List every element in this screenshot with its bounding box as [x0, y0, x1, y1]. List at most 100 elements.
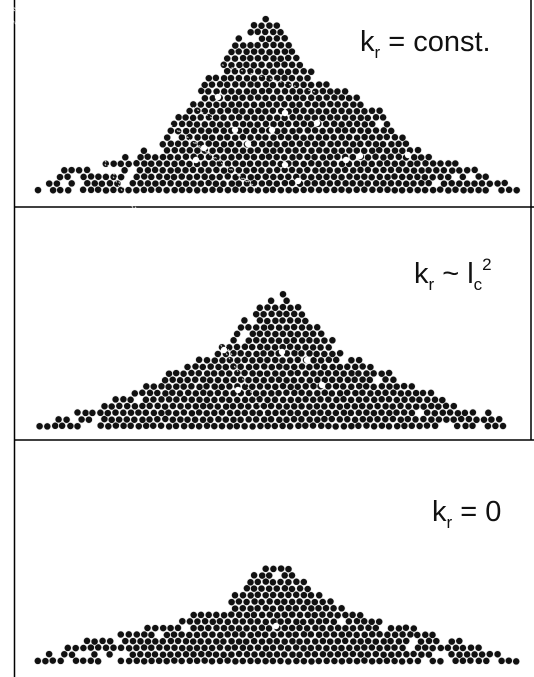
grain	[83, 637, 91, 645]
grain	[269, 604, 277, 613]
grain	[242, 60, 251, 69]
grain	[284, 591, 293, 599]
grain	[236, 415, 245, 424]
grain	[212, 74, 220, 82]
grain	[147, 173, 156, 181]
grain	[326, 179, 334, 188]
grain	[193, 656, 201, 665]
grain	[330, 159, 338, 168]
grain	[398, 173, 407, 181]
grain	[299, 172, 308, 181]
grain	[403, 415, 412, 423]
grain	[305, 336, 314, 345]
grain	[265, 179, 274, 187]
grain	[366, 402, 374, 411]
grain	[218, 395, 226, 404]
grain	[288, 637, 297, 646]
grain	[223, 172, 232, 181]
grain	[151, 637, 160, 646]
grain	[478, 650, 486, 659]
grain	[316, 395, 325, 404]
grain	[246, 133, 255, 142]
grain	[250, 126, 258, 135]
grain	[273, 598, 282, 606]
grain	[229, 375, 238, 384]
grain	[257, 584, 266, 593]
grain	[150, 409, 158, 417]
grain	[469, 408, 477, 417]
grain	[244, 336, 253, 345]
grain	[262, 644, 270, 653]
grain	[258, 140, 267, 148]
grain	[474, 657, 483, 665]
grain	[400, 408, 408, 417]
grain	[435, 415, 443, 424]
grain	[455, 179, 464, 188]
grain	[261, 604, 270, 612]
grain	[212, 166, 221, 174]
grain	[165, 369, 173, 378]
grain	[438, 408, 447, 417]
grain	[276, 146, 285, 155]
grain	[294, 396, 303, 404]
grain	[267, 310, 276, 318]
grain	[381, 375, 390, 384]
grain	[176, 415, 185, 424]
grain	[203, 369, 212, 378]
grain	[222, 376, 230, 385]
grain	[221, 363, 230, 371]
grain	[442, 415, 451, 424]
grain	[183, 376, 192, 384]
grain	[130, 389, 139, 398]
grain	[446, 408, 454, 417]
grain	[246, 644, 255, 652]
grain	[248, 422, 257, 431]
grain	[256, 329, 264, 338]
grain	[246, 107, 255, 116]
grain	[301, 395, 310, 404]
grain	[172, 409, 181, 418]
grain	[322, 630, 331, 639]
grain	[320, 350, 329, 358]
grain	[314, 604, 323, 613]
grain	[356, 100, 365, 109]
grain	[157, 421, 165, 430]
grain	[295, 139, 304, 148]
grain	[390, 172, 399, 181]
grain	[125, 644, 133, 653]
grain	[340, 408, 348, 417]
grain	[307, 93, 316, 102]
grain	[347, 356, 356, 365]
grain	[193, 146, 202, 155]
grain	[233, 330, 241, 338]
grain	[214, 350, 222, 358]
grain	[427, 415, 436, 424]
grain	[455, 166, 464, 175]
grain	[315, 94, 323, 102]
grain	[106, 637, 115, 646]
grain	[352, 631, 361, 639]
grain	[261, 564, 270, 573]
grain	[318, 127, 327, 135]
grain	[216, 631, 225, 639]
grain	[375, 657, 384, 665]
grain	[227, 87, 236, 96]
grain	[256, 422, 265, 430]
grain	[474, 643, 483, 652]
grain	[275, 309, 284, 318]
grain	[197, 166, 205, 175]
grain	[394, 179, 403, 188]
grain	[375, 146, 384, 154]
grain	[358, 388, 367, 397]
grain	[253, 173, 262, 181]
grain	[239, 185, 247, 194]
grain	[320, 363, 329, 371]
grain	[208, 630, 217, 639]
grain	[107, 415, 116, 424]
grain	[303, 585, 312, 593]
grain	[224, 106, 232, 115]
panel-2-label: kr ~ lc2	[414, 256, 492, 293]
grain	[410, 166, 418, 175]
panel-1-label-relation: = const.	[388, 26, 491, 58]
grain	[419, 402, 428, 411]
